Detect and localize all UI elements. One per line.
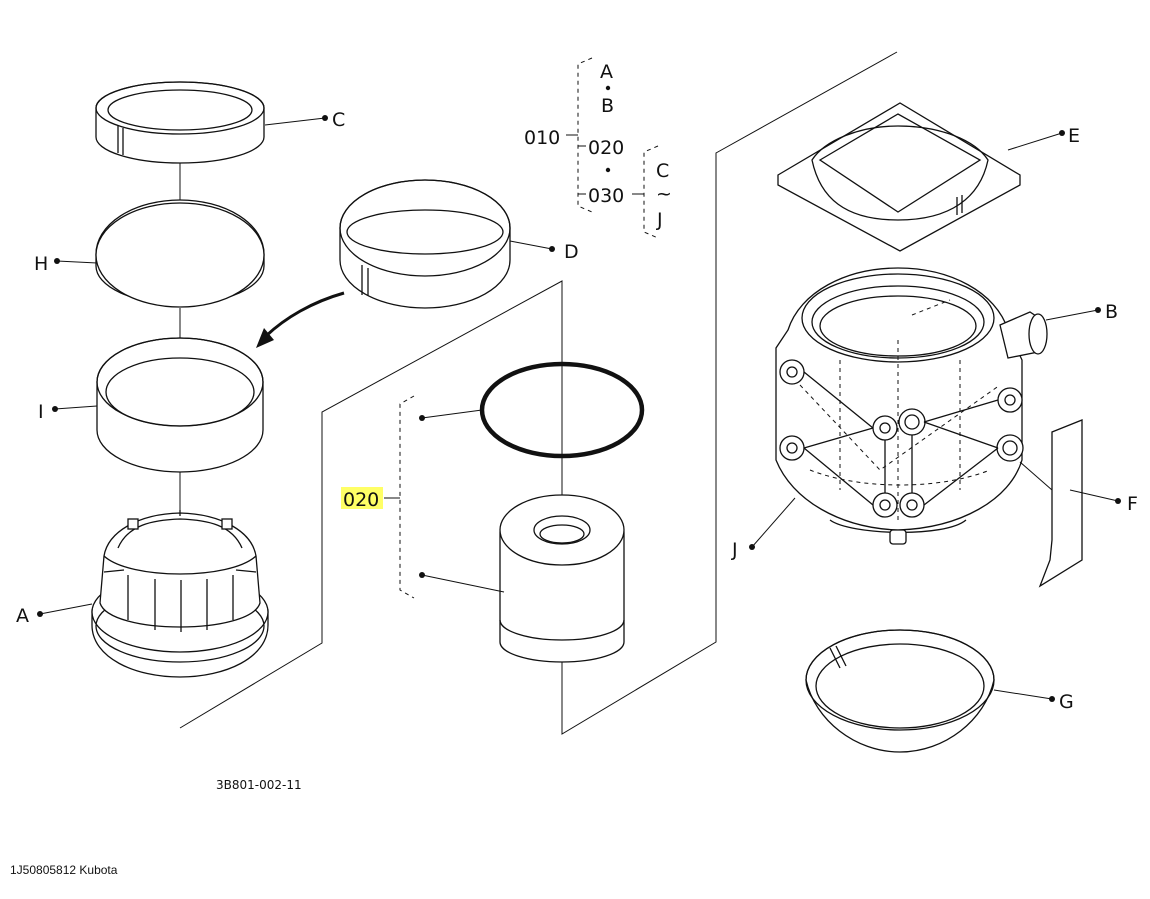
label-a: A — [16, 605, 29, 627]
curved-arrow — [256, 291, 345, 348]
group-010: 010 — [524, 127, 560, 149]
drawing-number: 3B801-002-11 — [216, 778, 302, 792]
part-e-gasket[interactable] — [777, 102, 1021, 252]
part-labels: C H I A D E B F G J — [16, 109, 1138, 713]
group-a: A — [600, 61, 613, 83]
part-c-split-ring[interactable] — [95, 81, 265, 164]
group-j: J — [656, 209, 663, 231]
part-f-strip[interactable] — [1038, 419, 1083, 588]
filter-element[interactable] — [499, 494, 625, 663]
part-i-band[interactable] — [96, 337, 264, 473]
label-j: J — [731, 539, 738, 561]
group-c: C — [656, 160, 669, 182]
group-tilde: ~ — [656, 183, 672, 205]
part-g-cup[interactable] — [805, 629, 995, 753]
group-bracket: A B 010 020 030 C ~ J — [524, 57, 672, 239]
callout-020-label: 020 — [343, 489, 379, 511]
footer-part-number: 1J50805812 Kubota — [10, 863, 118, 877]
callout-020[interactable]: 020 — [341, 395, 415, 599]
label-d: D — [564, 241, 579, 263]
label-b: B — [1105, 301, 1118, 323]
label-c: C — [332, 109, 345, 131]
part-d-split-ring[interactable] — [339, 179, 511, 309]
part-j-housing[interactable] — [775, 267, 1048, 545]
group-020: 020 — [588, 137, 624, 159]
label-f: F — [1127, 493, 1138, 515]
label-h: H — [34, 253, 48, 275]
part-a-bowl[interactable] — [91, 510, 269, 678]
group-030: 030 — [588, 185, 624, 207]
label-g: G — [1059, 691, 1074, 713]
group-b: B — [601, 95, 614, 117]
label-e: E — [1068, 125, 1080, 147]
leader-lines — [37, 115, 1121, 702]
label-i: I — [38, 401, 44, 423]
part-h-disc[interactable] — [95, 199, 265, 308]
